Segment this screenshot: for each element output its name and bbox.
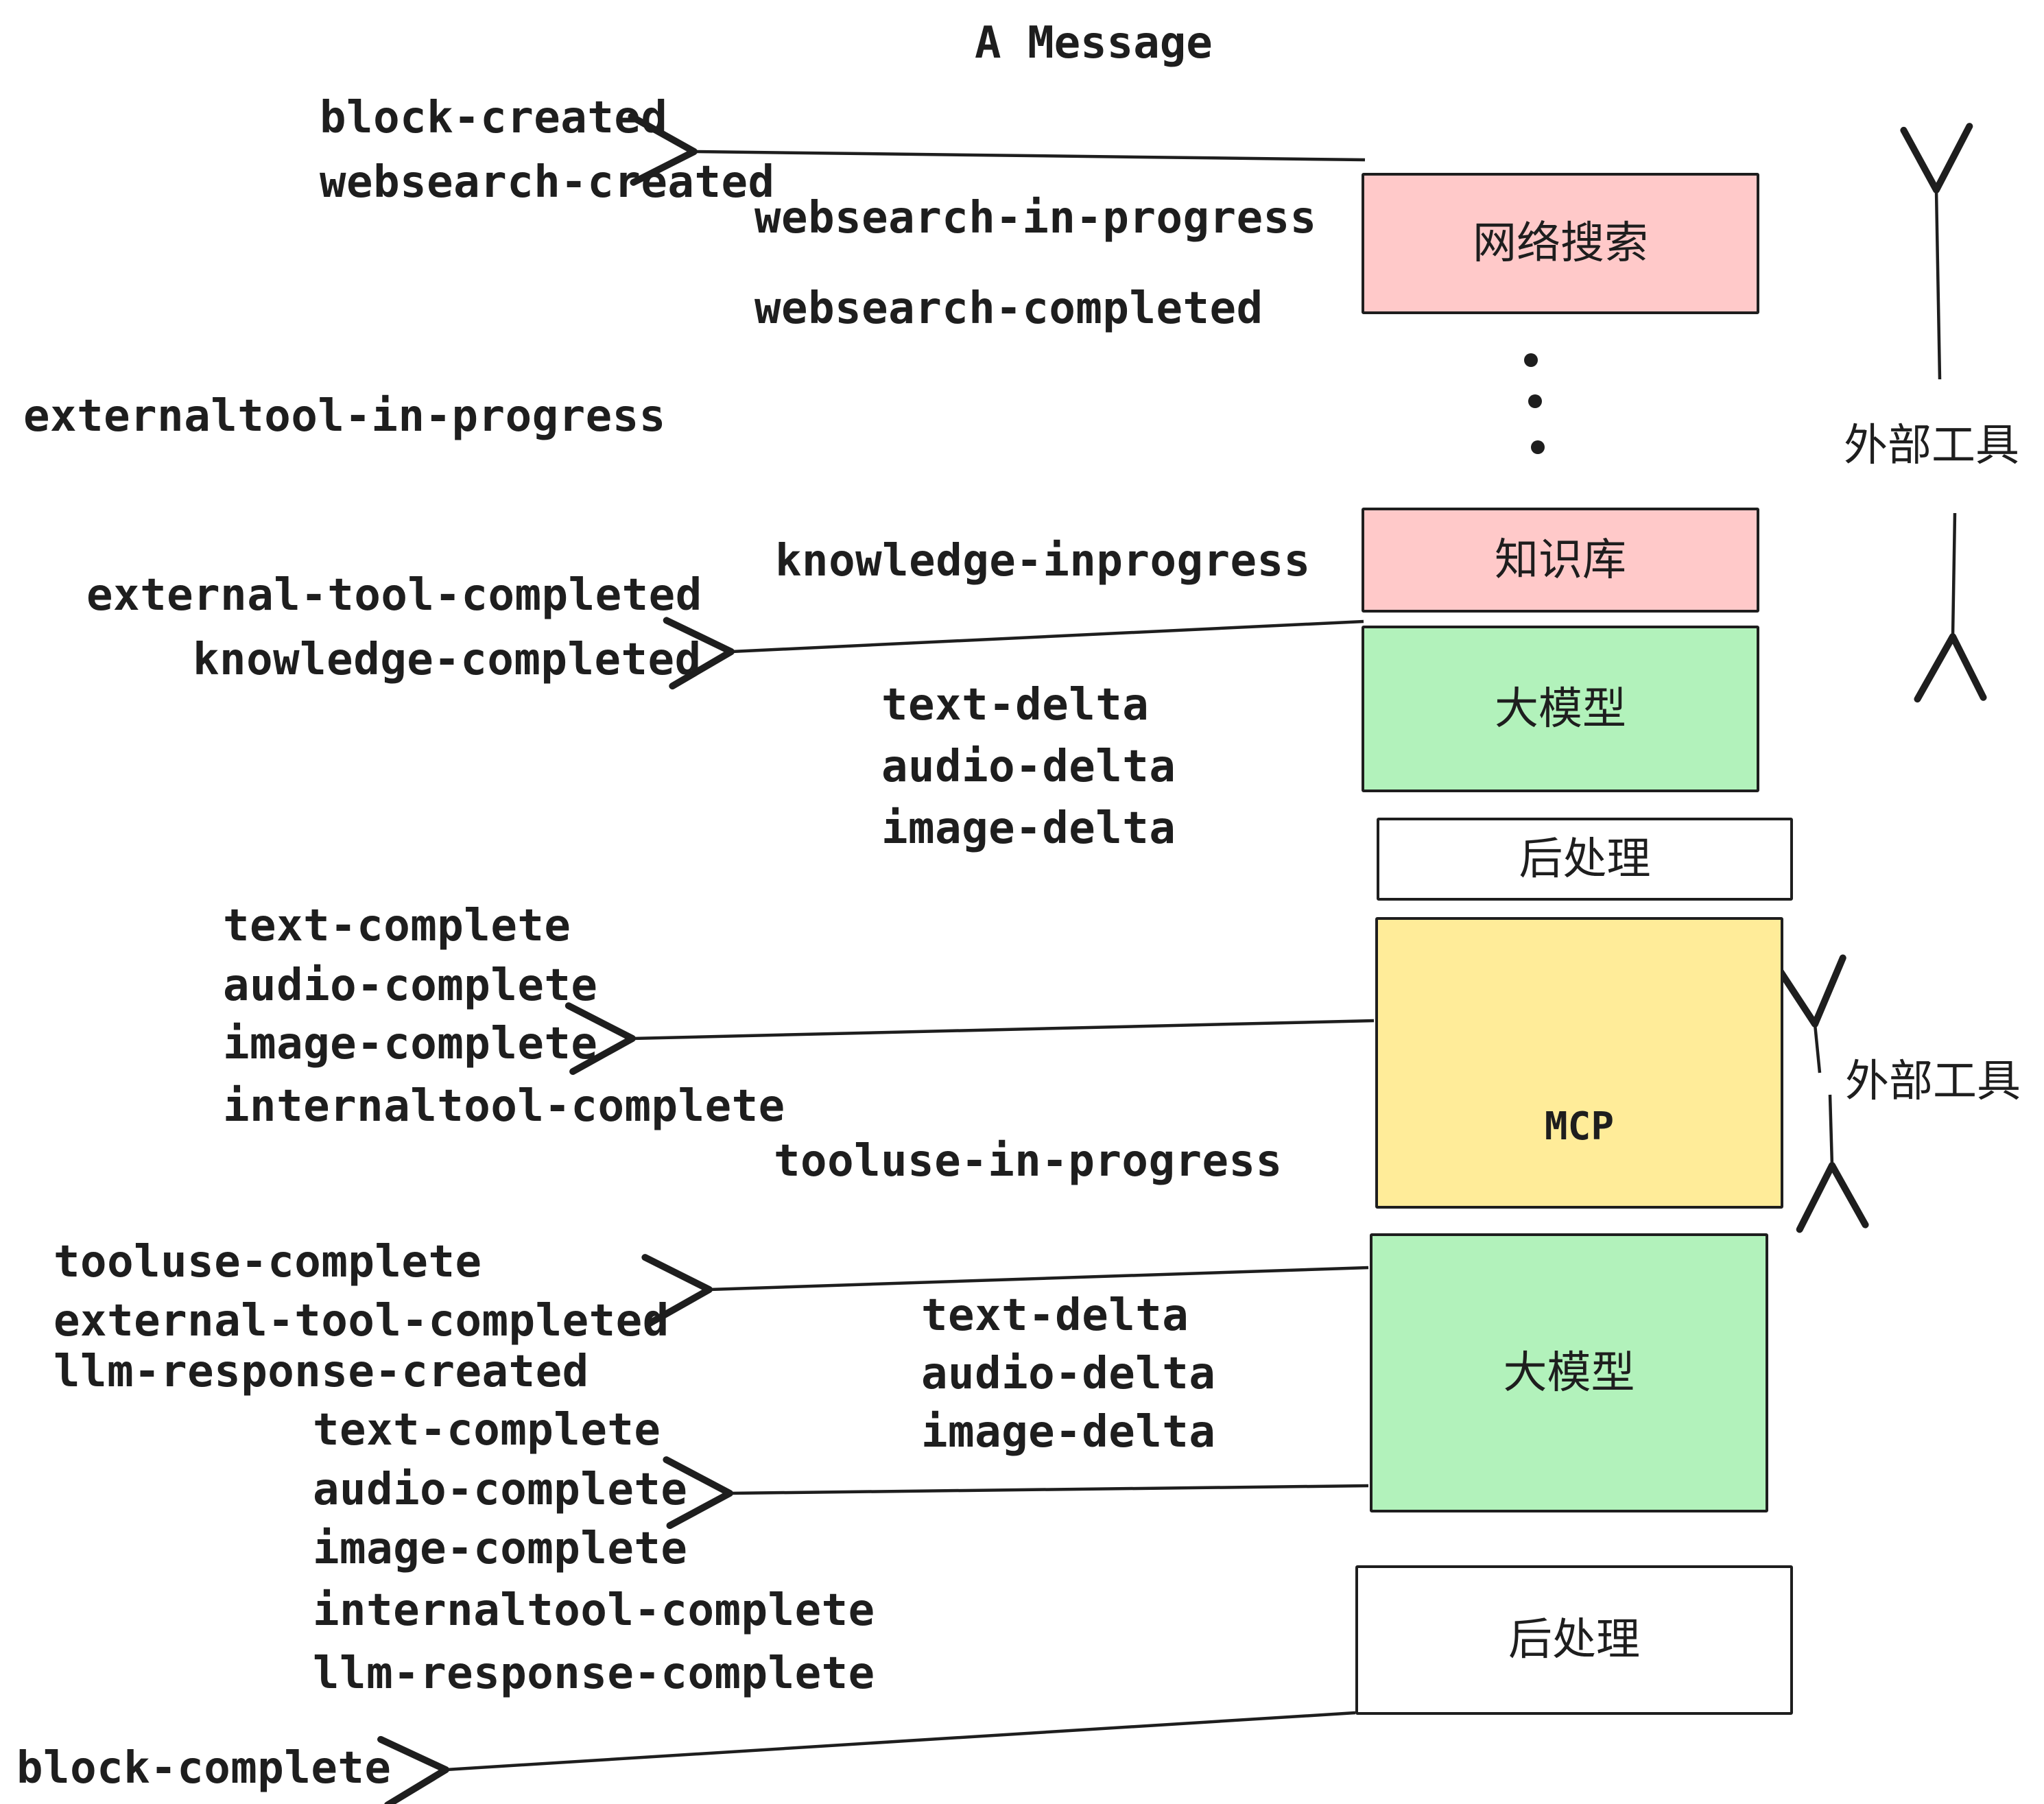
event-websearch-created: websearch-created xyxy=(320,157,775,208)
diagram-title: A Message xyxy=(975,18,1213,69)
box-websearch-label: 网络搜索 xyxy=(1473,218,1648,269)
external-tools-mcp-label: 外部工具 xyxy=(1845,1056,2021,1107)
box-llm-second: 大模型 xyxy=(1370,1233,1768,1512)
event-internaltool-complete-2: internaltool-complete xyxy=(313,1585,875,1636)
box-knowledge-base-label: 知识库 xyxy=(1495,534,1626,586)
arrow-to-block-complete xyxy=(377,1711,1356,1804)
event-text-complete-1: text-complete xyxy=(223,901,571,951)
arrow-to-image-complete xyxy=(565,1002,1375,1076)
event-websearch-in-progress: websearch-in-progress xyxy=(754,193,1317,244)
box-llm-first: 大模型 xyxy=(1362,626,1759,792)
box-llm-second-label: 大模型 xyxy=(1503,1347,1635,1399)
box-postprocess-first: 后处理 xyxy=(1377,818,1793,901)
event-text-delta-2: text-delta xyxy=(921,1290,1189,1341)
box-websearch: 网络搜索 xyxy=(1362,173,1759,314)
event-block-created: block-created xyxy=(320,93,668,143)
box-mcp-label: MCP xyxy=(1544,1104,1615,1149)
event-websearch-completed: websearch-completed xyxy=(754,283,1263,334)
event-internaltool-complete-1: internaltool-complete xyxy=(223,1081,785,1132)
event-tooluse-in-progress: tooluse-in-progress xyxy=(774,1136,1283,1187)
event-audio-delta-1: audio-delta xyxy=(881,741,1176,792)
box-postprocess-second-label: 后处理 xyxy=(1508,1615,1640,1665)
arrow-to-block-created xyxy=(628,112,1366,186)
external-tools-mcp-up-arrow xyxy=(1774,954,1846,1073)
event-audio-complete-1: audio-complete xyxy=(223,960,598,1011)
ellipsis-dot xyxy=(1531,440,1545,454)
box-postprocess-second: 后处理 xyxy=(1355,1565,1793,1715)
arrow-to-tooluse-complete xyxy=(641,1254,1369,1327)
event-llm-response-complete: llm-response-complete xyxy=(313,1648,875,1699)
event-audio-delta-2: audio-delta xyxy=(921,1349,1216,1399)
event-knowledge-inprogress: knowledge-inprogress xyxy=(775,536,1311,586)
box-llm-first-label: 大模型 xyxy=(1495,683,1626,735)
box-postprocess-first-label: 后处理 xyxy=(1519,833,1651,885)
event-text-delta-1: text-delta xyxy=(881,680,1150,731)
event-text-complete-2: text-complete xyxy=(313,1405,661,1456)
event-audio-complete-2: audio-complete xyxy=(313,1464,688,1515)
external-tools-top-up-arrow xyxy=(1900,123,1973,380)
event-external-tool-completed-2: external-tool-completed xyxy=(54,1296,669,1346)
event-external-tool-completed: external-tool-completed xyxy=(86,570,702,621)
event-image-delta-1: image-delta xyxy=(881,803,1176,854)
event-externaltool-in-progress: externaltool-in-progress xyxy=(23,391,666,442)
arrow-to-knowledge-completed xyxy=(663,617,1364,690)
event-knowledge-completed: knowledge-completed xyxy=(193,634,702,685)
event-image-delta-2: image-delta xyxy=(921,1407,1216,1458)
box-mcp: MCP xyxy=(1375,917,1783,1209)
external-tools-top-down-arrow xyxy=(1914,512,1987,703)
event-block-complete: block-complete xyxy=(16,1743,392,1794)
arrow-to-audio-complete xyxy=(663,1456,1369,1530)
ellipsis-dot xyxy=(1524,353,1538,367)
event-llm-response-created: llm-response-created xyxy=(54,1346,589,1397)
event-tooluse-complete: tooluse-complete xyxy=(54,1237,482,1287)
external-tools-mcp-down-arrow xyxy=(1796,1094,1869,1233)
event-image-complete-1: image-complete xyxy=(223,1019,598,1069)
ellipsis-dot xyxy=(1528,394,1542,408)
box-knowledge-base: 知识库 xyxy=(1362,508,1759,613)
event-image-complete-2: image-complete xyxy=(313,1523,688,1574)
external-tools-top-label: 外部工具 xyxy=(1844,420,2019,471)
